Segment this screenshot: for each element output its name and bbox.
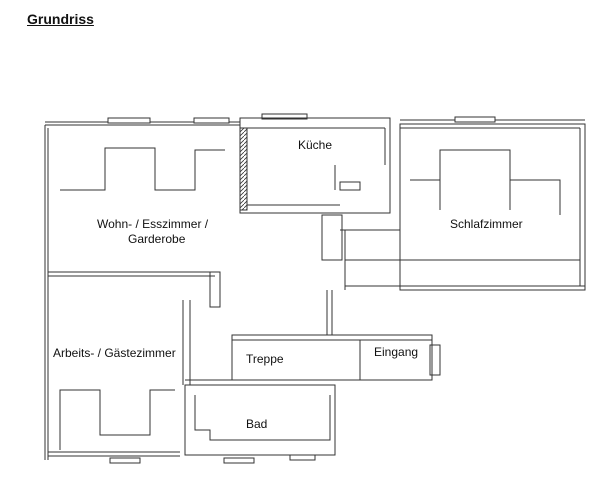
window-top-1 — [107, 117, 151, 124]
room-label-arbeits: Arbeits- / Gästezimmer — [53, 346, 176, 360]
room-label-schlafzimmer: Schlafzimmer — [450, 217, 523, 231]
kitchen-wall-hatched — [239, 127, 248, 211]
kitchen-outline — [239, 117, 391, 214]
room-label-eingang: Eingang — [374, 345, 419, 359]
window-top-4 — [454, 116, 496, 123]
room-label-bad: Bad — [246, 417, 268, 431]
room-label-treppe: Treppe — [246, 352, 284, 366]
room-label-kueche: Küche — [298, 138, 333, 152]
window-bottom-1 — [109, 457, 141, 464]
room-label-wohn-line2: Garderobe — [128, 232, 186, 246]
bedroom-outline — [399, 123, 586, 291]
window-bottom-3 — [289, 454, 316, 461]
stair-entrance-block — [231, 334, 433, 381]
window-top-3 — [261, 113, 308, 120]
page-title: Grundriss — [27, 11, 94, 27]
room-label-wohn-line1: Wohn- / Esszimmer / — [97, 217, 209, 231]
window-bottom-2 — [223, 457, 255, 464]
window-top-2 — [193, 117, 230, 124]
